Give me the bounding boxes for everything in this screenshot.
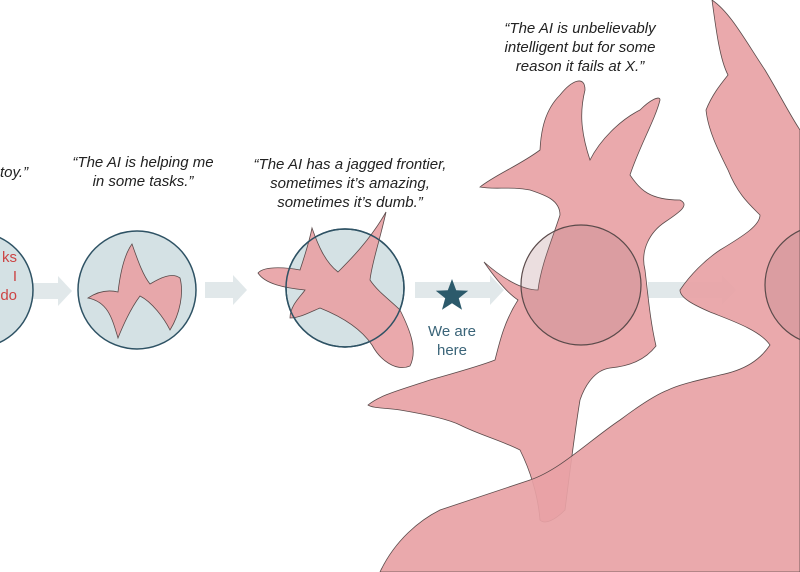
quote-stage-3-line-3: sometimes it’s dumb.” xyxy=(277,194,423,211)
arrow-2 xyxy=(205,275,247,305)
quote-stage-3-line-2: sometimes it’s amazing, xyxy=(270,175,430,192)
circle-stage-5 xyxy=(764,229,800,341)
we-are-here-label: We are here xyxy=(417,322,487,360)
quote-stage-3: “The AI has a jagged frontier, sometimes… xyxy=(235,155,465,212)
quote-stage-1: toy.” xyxy=(0,163,28,182)
quote-stage-4-line-2: intelligent but for some xyxy=(504,39,656,56)
blob-stage-2 xyxy=(86,243,182,340)
quote-stage-4-line-1: “The AI is unbelievably xyxy=(504,20,656,37)
stage-1-side-text-line-2: I xyxy=(12,268,17,285)
quote-stage-2: “The AI is helping me in some tasks.” xyxy=(58,153,228,191)
stage-1-side-text-line-1: ks xyxy=(2,249,17,266)
star-icon xyxy=(435,279,469,310)
circle-stage-4 xyxy=(520,224,642,346)
blob-stage-5 xyxy=(379,0,800,572)
quote-stage-4-line-3: reason it fails at X.” xyxy=(515,58,645,75)
quote-stage-1-line-1: toy.” xyxy=(0,164,29,181)
quote-stage-4: “The AI is unbelievably intelligent but … xyxy=(485,19,675,76)
quote-stage-2-line-2: in some tasks.” xyxy=(92,173,194,190)
arrow-3 xyxy=(415,275,504,305)
arrow-1 xyxy=(28,276,72,306)
quote-stage-3-line-1: “The AI has a jagged frontier, xyxy=(253,156,447,173)
we-are-here-line-2: here xyxy=(436,342,468,359)
we-are-here-line-1: We are xyxy=(427,323,477,340)
stage-1-side-text: ks I do xyxy=(0,248,17,305)
blob-stage-4 xyxy=(367,80,685,523)
stage-1-side-text-line-3: do xyxy=(0,287,17,304)
quote-stage-2-line-1: “The AI is helping me xyxy=(72,154,214,171)
circle-stage-3-outline xyxy=(285,228,405,348)
circle-stage-1 xyxy=(0,236,34,344)
